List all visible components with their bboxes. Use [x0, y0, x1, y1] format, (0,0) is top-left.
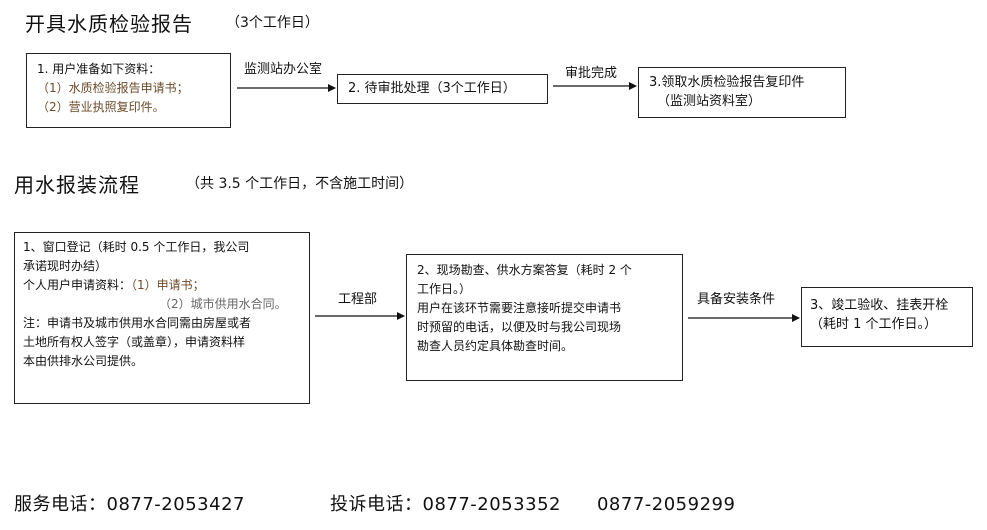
- s2-step3-box: 3、竣工验收、挂表开栓 （耗时 1 个工作日。）: [801, 287, 973, 347]
- s2-step3-line1: 3、竣工验收、挂表开栓: [810, 298, 949, 313]
- s2-step2-line3: 用户在该环节需要注意接听提交申请书: [417, 301, 622, 315]
- s2-step2-line1: 2、现场勘查、供水方案答复（耗时 2 个: [417, 263, 632, 277]
- complaint-phone-number-2: 0877-2059299: [596, 494, 736, 515]
- s1-step2-box: 2. 待审批处理（3个工作日）: [337, 74, 548, 104]
- s1-step1-box: 1. 用户准备如下资料： （1）水质检验报告申请书； （2）营业执照复印件。: [26, 53, 231, 128]
- s2-step1-line1: 1、窗口登记（耗时 0.5 个工作日，我公司: [23, 240, 250, 254]
- s2-step3-line2: （耗时 1 个工作日。）: [810, 317, 938, 332]
- s2-step2-line5: 勘查人员约定具体勘查时间。: [417, 339, 574, 353]
- s1-arrow1-label: 监测站办公室: [244, 62, 323, 77]
- s2-step1-line2: 承诺现时办结）: [23, 259, 108, 273]
- s2-step2-box: 2、现场勘查、供水方案答复（耗时 2 个 工作日。） 用户在该环节需要注意接听提…: [406, 254, 683, 381]
- s2-arrow2-label: 具备安装条件: [697, 292, 776, 307]
- s1-step3-box: 3.领取水质检验报告复印件 （监测站资料室）: [638, 67, 846, 118]
- service-phone-number: 0877-2053427: [106, 494, 245, 515]
- s2-step1-line3a: 个人用户申请资料：: [23, 278, 132, 292]
- s1-step1-line2: （1）水质检验报告申请书；: [37, 81, 189, 95]
- s2-step1-line7: 本由供排水公司提供。: [23, 354, 144, 368]
- s2-step1-line5: 注：申请书及城市供用水合同需由房屋或者: [23, 316, 252, 330]
- s2-step1-line6: 土地所有权人签字（或盖章），申请资料样: [23, 335, 246, 349]
- complaint-phone-row: 投诉电话：0877-2053352 0877-2059299: [330, 490, 735, 516]
- s2-step2-line2: 工作日。）: [417, 282, 472, 296]
- section1-note: （3个工作日）: [226, 15, 319, 31]
- s2-step1-line4: （2）城市供用水合同。: [159, 297, 287, 311]
- s2-arrow1-label: 工程部: [338, 292, 378, 307]
- s2-step1-line3b: （1）申请书；: [131, 278, 205, 292]
- s1-step3-line1: 3.领取水质检验报告复印件: [649, 75, 805, 90]
- complaint-phone-label: 投诉电话：: [330, 494, 423, 515]
- s2-step2-line4: 时预留的电话，以便及时与我公司现场: [417, 320, 622, 334]
- s1-step3-line2: （监测站资料室）: [657, 94, 762, 109]
- service-phone-label: 服务电话：: [14, 494, 107, 515]
- s1-arrow2-label: 审批完成: [565, 66, 618, 81]
- section1-title: 开具水质检验报告: [25, 12, 193, 36]
- s1-step1-line1: 1. 用户准备如下资料：: [37, 62, 161, 76]
- section2-note: （共 3.5 个工作日，不含施工时间）: [186, 176, 414, 192]
- s1-step1-line3: （2）营业执照复印件。: [37, 100, 165, 114]
- section2-title: 用水报装流程: [14, 173, 140, 197]
- service-phone-row: 服务电话：0877-2053427: [14, 490, 245, 516]
- complaint-phone-number-1: 0877-2053352: [422, 494, 561, 515]
- s2-step1-box: 1、窗口登记（耗时 0.5 个工作日，我公司 承诺现时办结） 个人用户申请资料：…: [14, 232, 310, 404]
- s1-step2-text: 2. 待审批处理（3个工作日）: [348, 81, 516, 96]
